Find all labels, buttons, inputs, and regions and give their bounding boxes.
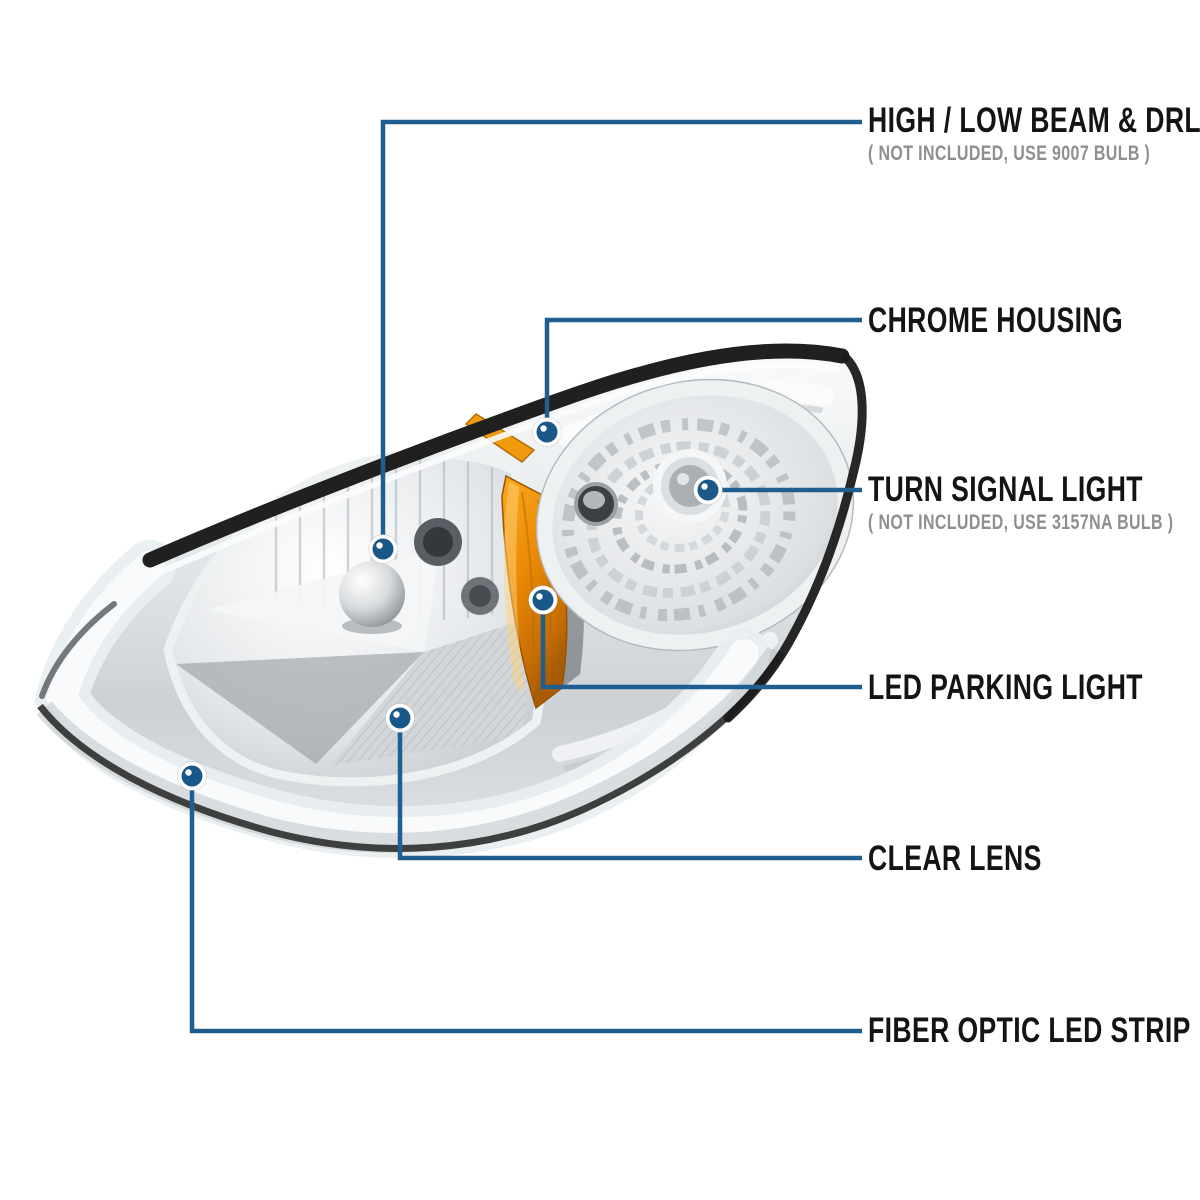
callout-line-high-low-beam <box>380 119 862 549</box>
callout-dot-clear-lens <box>385 703 415 733</box>
top-trim <box>142 343 850 568</box>
left-tip-trim <box>39 601 117 699</box>
callout-chrome-housing: CHROME HOUSING <box>868 303 1200 338</box>
callout-dot-fiber-optic <box>177 761 207 791</box>
callout-label: FIBER OPTIC LED STRIP <box>868 1011 1191 1050</box>
lens-lip-edge <box>37 650 785 852</box>
reflector-mesh-facet <box>330 616 536 766</box>
callout-dots <box>177 417 723 791</box>
callout-line-chrome-housing <box>544 317 862 432</box>
callout-sublabel: ( NOT INCLUDED, USE 9007 BULB ) <box>868 142 1151 165</box>
callout-label: CLEAR LENS <box>868 839 1042 878</box>
callout-line-led-parking <box>540 600 862 690</box>
callout-label: LED PARKING LIGHT <box>868 668 1143 707</box>
beam-chamber <box>163 449 549 787</box>
callout-label: HIGH / LOW BEAM & DRL <box>868 101 1200 140</box>
callout-line-clear-lens <box>397 718 862 861</box>
callout-line-fiber-optic <box>189 776 862 1034</box>
bulb-opening-secondary-inner <box>469 585 491 607</box>
callout-led-parking: LED PARKING LIGHT <box>868 670 1200 705</box>
callout-fiber-optic: FIBER OPTIC LED STRIP <box>868 1013 1200 1048</box>
turn-signal-bulb <box>574 449 727 526</box>
callout-dot-chrome-housing <box>532 417 562 447</box>
callout-label: TURN SIGNAL LIGHT <box>868 470 1143 509</box>
callout-dot-turn-signal <box>693 475 723 505</box>
bulb-opening-inner <box>423 527 453 557</box>
bulb-shield-sphere <box>339 561 405 627</box>
reflector-shadow-facet <box>176 652 424 764</box>
callout-high-low-beam: HIGH / LOW BEAM & DRL ( NOT INCLUDED, US… <box>868 103 1200 164</box>
callout-lines <box>189 119 862 1034</box>
callout-turn-signal: TURN SIGNAL LIGHT ( NOT INCLUDED, USE 31… <box>868 472 1200 533</box>
right-edge-trim <box>723 353 867 723</box>
callout-label: CHROME HOUSING <box>868 301 1124 340</box>
callout-dot-led-parking <box>528 585 558 615</box>
led-light-bar <box>34 540 770 859</box>
lens-lip-gray <box>36 646 785 853</box>
callout-clear-lens: CLEAR LENS <box>868 841 1097 876</box>
callout-sublabel: ( NOT INCLUDED, USE 3157NA BULB ) <box>868 511 1174 534</box>
callout-dot-high-low-beam <box>368 534 398 564</box>
